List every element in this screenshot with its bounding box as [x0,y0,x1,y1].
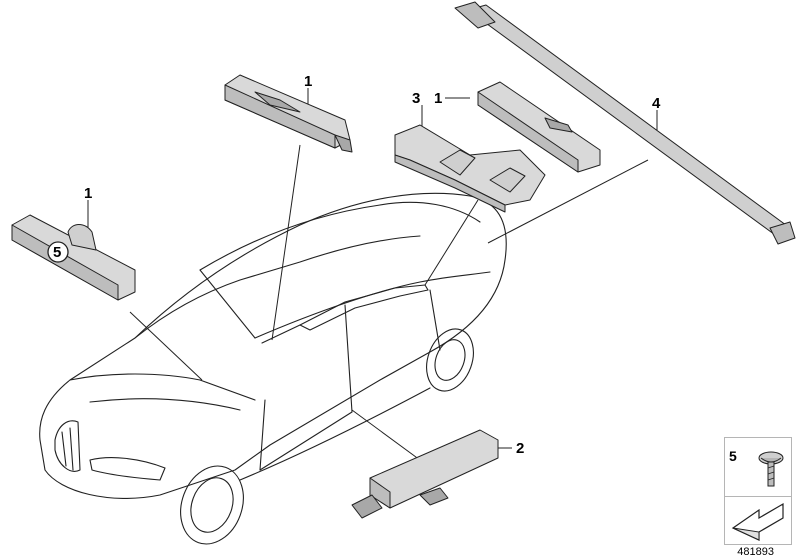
legend-divider [725,496,791,497]
callout-1-left: 1 [84,185,92,202]
car-outline [39,192,507,545]
callout-1-right: 1 [434,90,442,107]
legend-item-number: 5 [729,448,737,464]
part-3-bracket [394,124,546,213]
svg-text:5: 5 [53,244,61,261]
screw-icon [758,451,784,487]
diagram-number: 481893 [737,546,774,558]
part-1-module-right [477,81,601,173]
callout-5-circled: 5 [47,241,69,263]
part-2-module [351,429,499,519]
callout-1-top: 1 [304,73,312,90]
part-1-module-left [11,214,136,301]
part-4-rod [454,1,796,245]
direction-arrow-icon [731,502,784,541]
callout-2: 2 [516,440,524,457]
leader-lines [87,88,658,461]
callout-3: 3 [412,90,420,107]
part-1-module-top [224,74,353,153]
legend-box: 5 [724,437,792,545]
callout-4: 4 [652,95,661,112]
